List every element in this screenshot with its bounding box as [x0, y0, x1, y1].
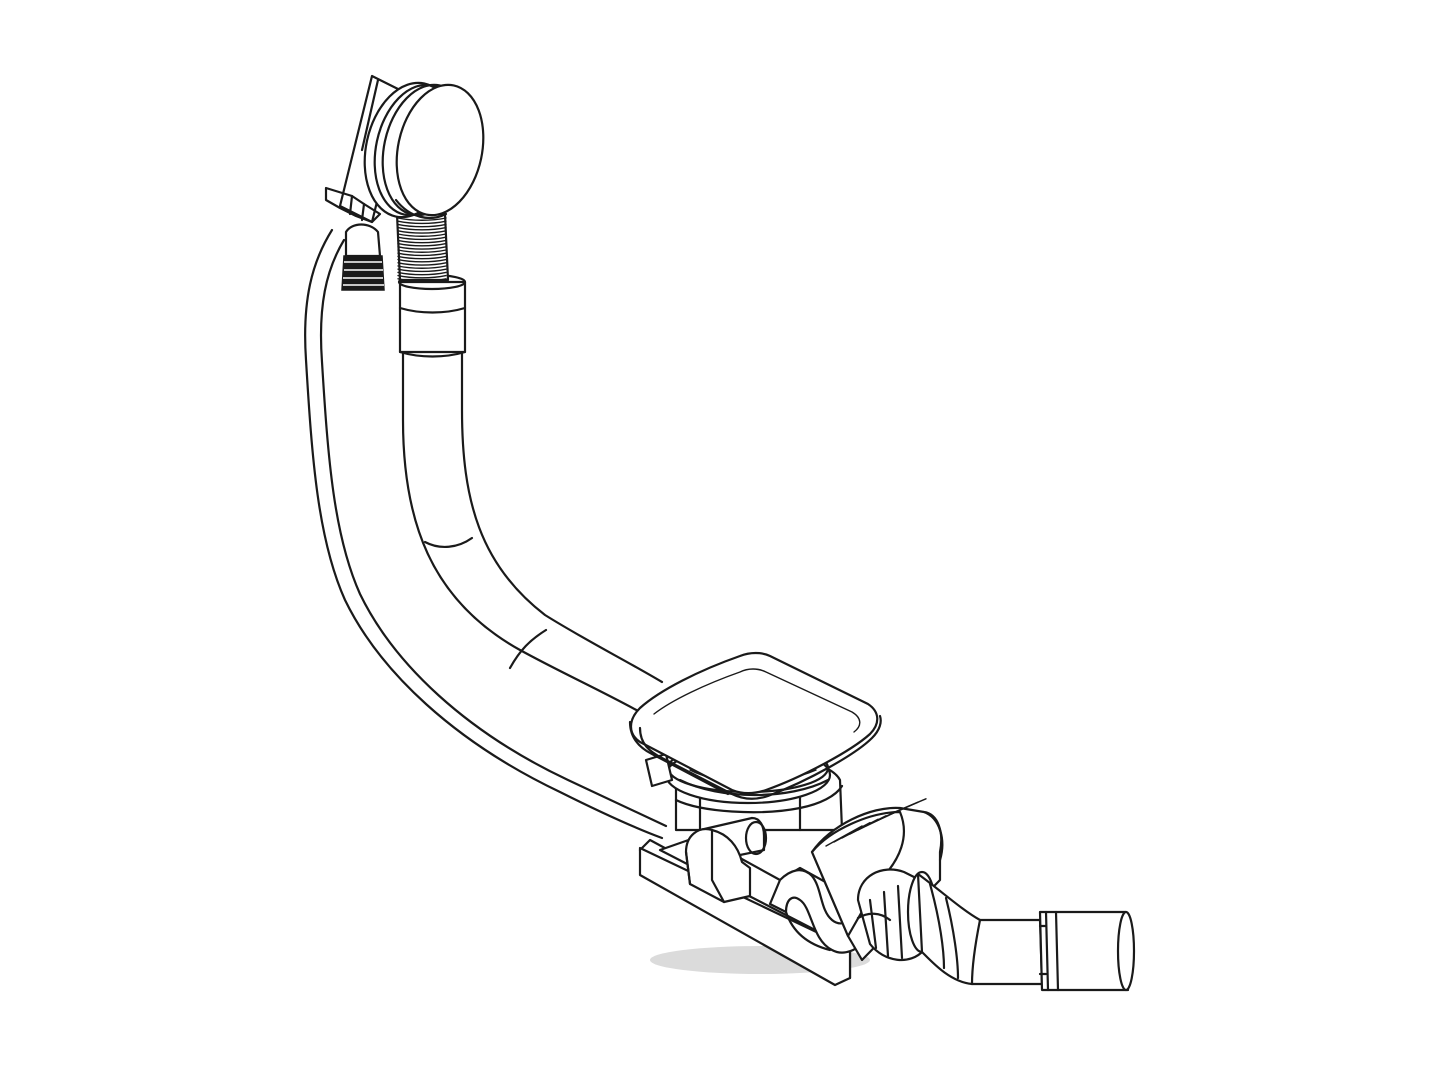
- hose-rib: [397, 265, 447, 269]
- hose-rib: [397, 255, 447, 260]
- trap-ribbed-housing: [810, 798, 944, 962]
- hose-rib: [397, 274, 447, 279]
- hose-rib: [397, 220, 447, 225]
- housing-rib: [889, 798, 927, 815]
- hose-rib: [397, 226, 447, 231]
- hose-rib: [397, 252, 447, 257]
- overflow-cap: [363, 81, 485, 219]
- corrugated-hose: [395, 212, 450, 282]
- waste-plug-cap: [628, 651, 882, 805]
- hose-rib: [397, 271, 447, 276]
- hose-rib: [397, 233, 447, 237]
- hose-rib: [397, 258, 447, 263]
- hose-rib: [397, 242, 447, 247]
- hose-rib: [397, 230, 447, 234]
- hose-rib: [397, 236, 447, 241]
- bowden-cable: [304, 228, 668, 840]
- hose-rib: [397, 223, 447, 228]
- outlet-elbow: [856, 868, 1044, 986]
- hose-rib: [397, 249, 447, 253]
- inlet-connector: [341, 223, 385, 291]
- drain-pipe: [397, 273, 664, 714]
- hose-rib: [397, 268, 447, 273]
- hose-rib: [397, 278, 447, 282]
- hose-rib: [397, 239, 447, 244]
- hose-rib: [397, 217, 447, 221]
- outlet-sleeve: [1038, 910, 1136, 992]
- hose-rib: [397, 246, 447, 250]
- hose-rib: [397, 262, 447, 266]
